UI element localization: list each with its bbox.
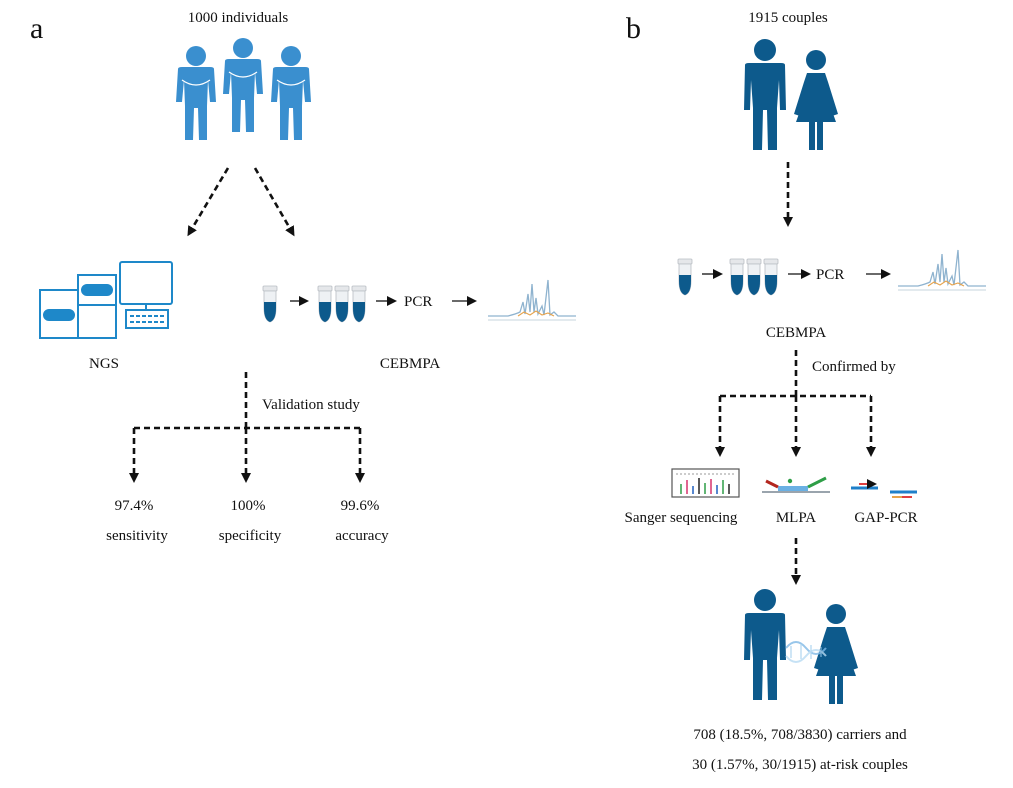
specificity-value: 100% [231,498,266,514]
result-line-2: 30 (1.57%, 30/1915) at-risk couples [692,757,908,773]
chromatogram-icon [897,249,987,291]
panel-b-label: b [626,12,641,45]
dna-icon [785,641,827,663]
cebmpa-label-a: CEBMPA [380,356,440,372]
ngs-machine-icon [39,261,173,339]
cebmpa-workflow-a: PCR [262,279,577,323]
cebmpa-workflow-b: PCR [677,249,987,296]
sanger-sequencing-icon [671,468,740,498]
panel-b-title: 1915 couples [748,10,828,26]
individuals-icon [175,37,312,141]
carrier-couple-icon [744,589,858,704]
panel-a-title: 1000 individuals [188,10,289,26]
accuracy-value: 99.6% [341,498,380,514]
arrow-to-cebmpa [253,167,295,237]
sanger-label: Sanger sequencing [625,510,738,526]
ngs-label: NGS [89,356,119,372]
tube-icon [351,285,367,323]
sample-tube-icon [262,285,278,323]
cebmpa-label-b: CEBMPA [766,325,826,341]
gap-pcr-icon [851,479,917,498]
tube-icon [334,285,350,323]
result-line-1: 708 (18.5%, 708/3830) carriers and [693,727,907,743]
chromatogram-icon [487,279,577,321]
validation-label: Validation study [262,397,360,413]
sample-tube-icon [677,258,693,296]
panel-a-label: a [30,12,43,45]
confirmed-by-label: Confirmed by [812,359,896,375]
mlpa-icon [762,476,830,493]
sensitivity-label: sensitivity [106,528,168,544]
tube-icon [746,258,762,296]
pcr-label-a: PCR [404,294,432,310]
pcr-label-b: PCR [816,267,844,283]
mlpa-label: MLPA [776,510,816,526]
gap-pcr-label: GAP-PCR [854,510,917,526]
tube-icon [317,285,333,323]
couple-icon [744,39,838,150]
tube-icon [763,258,779,296]
sensitivity-value: 97.4% [115,498,154,514]
tube-icon [729,258,745,296]
specificity-label: specificity [219,528,282,544]
accuracy-label: accuracy [335,528,389,544]
arrow-to-ngs [187,167,230,237]
